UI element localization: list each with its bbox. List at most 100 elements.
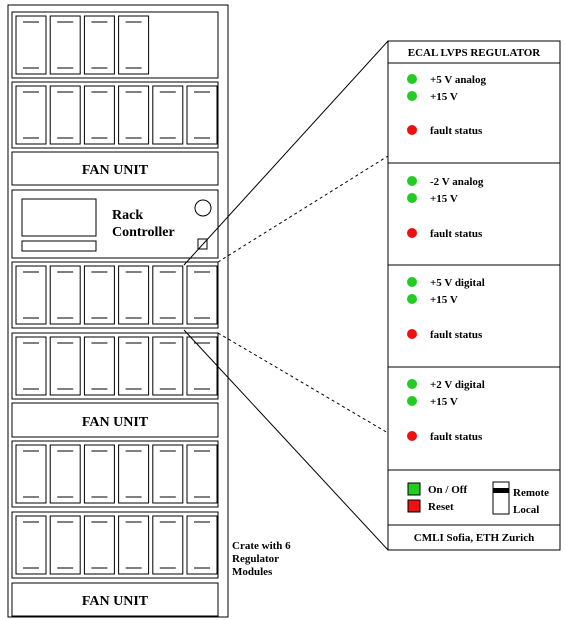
fan-unit-label: FAN UNIT — [82, 163, 149, 178]
regulator-section-4: +2 V digital +15 V fault status — [407, 379, 485, 443]
controller-display — [21, 198, 97, 237]
regulator-section-3: +5 V digital +15 V fault status — [407, 277, 485, 341]
controller-connector-icon — [197, 238, 208, 250]
regulator-section-1: +5 V analog +15 V fault status — [407, 74, 486, 137]
voltage-label: +15 V — [430, 91, 458, 103]
fault-label: fault status — [430, 329, 483, 341]
regulator-module — [49, 85, 81, 145]
status-led-icon — [407, 396, 417, 406]
regulator-module — [49, 265, 81, 325]
regulator-module — [49, 15, 81, 75]
controller-slot — [21, 240, 97, 252]
regulator-module — [15, 444, 47, 504]
regulator-module — [186, 444, 218, 504]
regulator-module — [15, 265, 47, 325]
fault-led-icon — [407, 125, 417, 135]
status-led-icon — [407, 193, 417, 203]
regulator-module — [15, 85, 47, 145]
controller-label-line1: Rack — [112, 208, 143, 223]
module-block-2 — [11, 81, 219, 149]
regulator-module — [15, 15, 47, 75]
regulator-module — [186, 265, 218, 325]
regulator-module — [15, 336, 47, 396]
controller-knob-icon — [194, 199, 212, 217]
crate-caption-line3: Modules — [232, 566, 273, 578]
regulator-module — [49, 336, 81, 396]
crate-caption-line1: Crate with 6 — [232, 540, 291, 552]
status-led-icon — [407, 74, 417, 84]
crate-caption-line2: Regulator — [232, 553, 279, 565]
regulator-module — [49, 444, 81, 504]
module-block-5 — [11, 440, 219, 508]
fault-label: fault status — [430, 228, 483, 240]
regulator-module — [118, 444, 150, 504]
fan-unit-3: FAN UNIT — [11, 582, 219, 617]
voltage-label: +5 V digital — [430, 277, 485, 289]
regulator-module — [83, 444, 115, 504]
controller-label-line2: Controller — [112, 225, 175, 240]
regulator-module — [118, 15, 150, 75]
regulator-module — [186, 85, 218, 145]
voltage-label: +5 V analog — [430, 74, 486, 86]
regulator-section-2: -2 V analog +15 V fault status — [407, 176, 484, 240]
fault-label: fault status — [430, 431, 483, 443]
remote-label: Remote — [513, 487, 549, 499]
regulator-module — [83, 265, 115, 325]
status-led-icon — [407, 379, 417, 389]
status-led-icon — [407, 91, 417, 101]
regulator-module — [49, 515, 81, 575]
regulator-controls: On / Off Reset Remote Local — [407, 481, 549, 516]
rack-frame — [7, 4, 229, 618]
regulator-module — [83, 515, 115, 575]
regulator-module — [118, 336, 150, 396]
regulator-module — [118, 265, 150, 325]
voltage-label: +15 V — [430, 396, 458, 408]
regulator-module — [152, 336, 184, 396]
fault-led-icon — [407, 329, 417, 339]
remote-local-switch[interactable] — [492, 481, 510, 515]
module-block-3 — [11, 261, 219, 329]
voltage-label: +2 V digital — [430, 379, 485, 391]
fan-unit-label: FAN UNIT — [82, 594, 149, 609]
regulator-module — [186, 515, 218, 575]
regulator-module — [152, 85, 184, 145]
rack-controller: Rack Controller — [11, 189, 219, 259]
regulator-module — [83, 336, 115, 396]
voltage-label: +15 V — [430, 193, 458, 205]
fan-unit-label: FAN UNIT — [82, 415, 149, 430]
fault-label: fault status — [430, 125, 483, 137]
regulator-module — [83, 85, 115, 145]
module-block-top — [11, 11, 219, 79]
on-off-label: On / Off — [428, 484, 467, 496]
regulator-module — [152, 444, 184, 504]
on-off-button[interactable] — [407, 482, 421, 496]
module-block-6 — [11, 511, 219, 579]
regulator-module — [118, 515, 150, 575]
regulator-module — [15, 515, 47, 575]
crate-caption: Crate with 6 Regulator Modules — [232, 540, 291, 578]
regulator-panel: ECAL LVPS REGULATOR +5 V analog +15 V fa… — [387, 40, 561, 551]
status-led-icon — [407, 176, 417, 186]
regulator-footer: CMLI Sofia, ETH Zurich — [414, 532, 534, 544]
status-led-icon — [407, 277, 417, 287]
local-label: Local — [513, 504, 539, 516]
module-block-4 — [11, 332, 219, 400]
zoom-lines — [183, 40, 389, 551]
status-led-icon — [407, 294, 417, 304]
reset-button[interactable] — [407, 499, 421, 513]
voltage-label: -2 V analog — [430, 176, 484, 188]
regulator-module — [186, 336, 218, 396]
switch-lever-icon — [493, 488, 509, 493]
fan-unit-2: FAN UNIT — [11, 402, 219, 438]
regulator-title: ECAL LVPS REGULATOR — [408, 47, 542, 59]
fault-led-icon — [407, 228, 417, 238]
regulator-module — [152, 265, 184, 325]
voltage-label: +15 V — [430, 294, 458, 306]
regulator-module — [118, 85, 150, 145]
fan-unit-1: FAN UNIT — [11, 151, 219, 186]
regulator-module — [83, 15, 115, 75]
fault-led-icon — [407, 431, 417, 441]
regulator-module — [152, 515, 184, 575]
reset-label: Reset — [428, 501, 454, 513]
